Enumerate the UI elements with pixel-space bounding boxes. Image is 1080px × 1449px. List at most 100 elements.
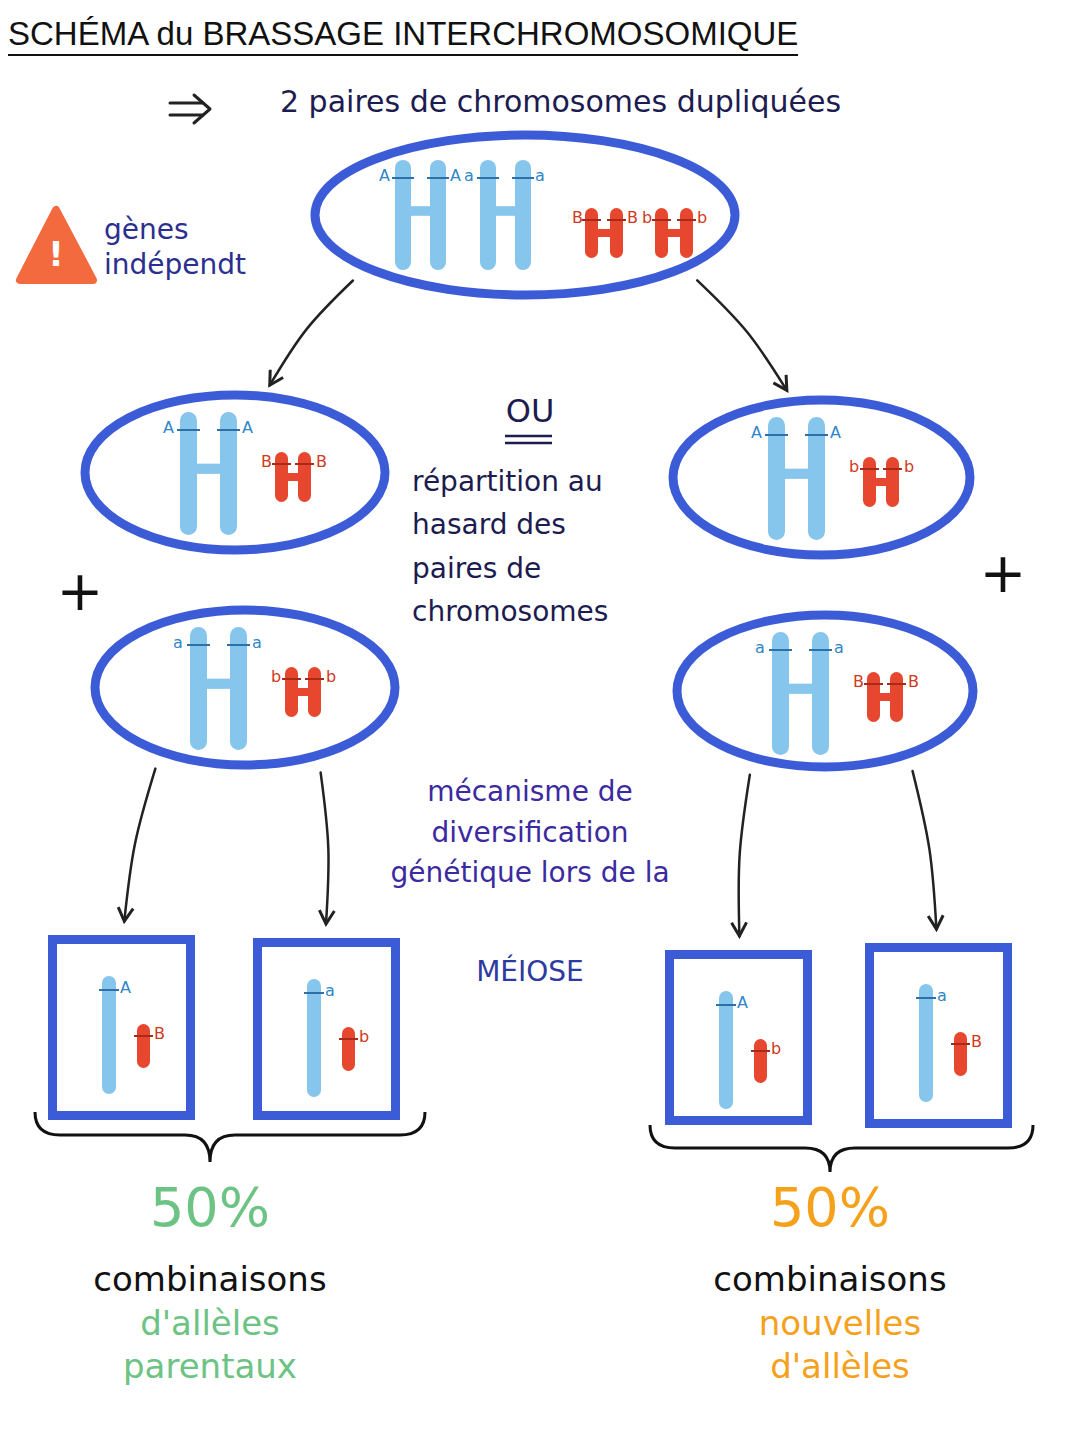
allele-label: B (154, 1026, 165, 1042)
allele-label: A (830, 425, 841, 441)
arrow-connector (124, 769, 155, 922)
gamete-box: ab (253, 938, 400, 1120)
implies-arrow (170, 95, 210, 123)
chromosome (187, 627, 250, 750)
allele-label: A (120, 980, 131, 996)
cell-ellipse: A A B B (80, 390, 390, 555)
node-outline (253, 938, 400, 1120)
cell-ellipse: A Ab b (668, 395, 975, 560)
warning-mark: ! (41, 236, 71, 273)
allele-label: a (937, 988, 947, 1004)
allele-label: B (627, 210, 638, 226)
result-note: combinaisons (660, 1258, 1000, 1301)
gamete-box: aB (865, 943, 1012, 1128)
allele-label: b (697, 210, 707, 226)
allele-label: B (971, 1034, 982, 1050)
allele-label: A (737, 995, 748, 1011)
node-outline (80, 390, 390, 555)
chromosome (951, 1032, 970, 1076)
warning-triangle (20, 210, 93, 280)
arrow-connector (270, 281, 353, 386)
result-note: combinaisons (40, 1258, 380, 1301)
chromosome (769, 632, 832, 755)
cell-outline (315, 135, 735, 295)
arrow-connector (321, 773, 329, 924)
chromosome (652, 208, 696, 258)
node-outline (310, 130, 740, 300)
chromosome (304, 979, 324, 1097)
allele-label: A (450, 168, 461, 184)
chromosome (477, 160, 534, 270)
mechanism-note: mécanisme de diversification génétique l… (376, 772, 684, 894)
node-outline (865, 943, 1012, 1128)
double-underline (505, 436, 552, 443)
allele-label: b (271, 669, 281, 685)
arrow-connector (739, 775, 750, 936)
allele-label: a (755, 640, 765, 656)
allele-label: B (261, 454, 272, 470)
cell-outline (677, 615, 973, 767)
brace (650, 1125, 1033, 1172)
result-note: d'allèles parentaux (60, 1302, 360, 1387)
result-note: nouvelles d'allèles (690, 1302, 990, 1387)
cell-ellipse: A Aa aB Bb b (310, 130, 740, 300)
node-outline (672, 610, 978, 772)
allele-label: A (242, 420, 253, 436)
chromosome (99, 976, 119, 1094)
allele-label: A (163, 420, 174, 436)
warning-note: gènes indépendt (104, 212, 314, 282)
chromosome (916, 984, 936, 1102)
allele-label: b (904, 459, 914, 475)
allele-label: B (572, 210, 583, 226)
chromosome (177, 412, 240, 535)
node-outline (90, 605, 400, 770)
chromosome (272, 452, 314, 502)
allele-label: A (751, 425, 762, 441)
allele-label: b (359, 1029, 369, 1045)
gamete-box: AB (48, 935, 195, 1120)
allele-label: a (325, 983, 335, 999)
allele-label: b (771, 1041, 781, 1057)
cell-outline (673, 400, 970, 555)
allele-label: a (834, 640, 844, 656)
gamete-box: Ab (665, 950, 812, 1125)
subtitle: 2 paires de chromosomes dupliquées (280, 84, 1000, 120)
explanation-note: répartition au hasard des paires de chro… (412, 460, 652, 634)
allele-label: a (173, 635, 183, 651)
cell-outline (95, 610, 395, 765)
allele-label: b (642, 210, 652, 226)
allele-label: B (908, 674, 919, 690)
chromosome (751, 1039, 770, 1083)
allele-label: b (849, 459, 859, 475)
node-outline (668, 395, 975, 560)
allele-label: a (252, 635, 262, 651)
chromosome (134, 1024, 153, 1068)
or-label: OU (490, 392, 570, 430)
allele-label: B (316, 454, 327, 470)
allele-label: b (326, 669, 336, 685)
chromosome (716, 991, 736, 1109)
chromosome (582, 208, 626, 258)
cell-ellipse: a a b b (90, 605, 400, 770)
cell-ellipse: aaBB (672, 610, 978, 772)
arrow-connector (697, 280, 787, 390)
plus-sign: + (975, 542, 1031, 604)
percentage: 50% (730, 1176, 930, 1241)
chromosome (864, 672, 906, 722)
allele-label: a (464, 168, 474, 184)
node-outline (665, 950, 812, 1125)
percentage: 50% (110, 1176, 310, 1241)
chromosome (339, 1027, 358, 1071)
diagram-title: SCHÉMA du BRASSAGE INTERCHROMOSOMIQUE (8, 14, 798, 56)
allele-label: A (379, 168, 390, 184)
chromosome (392, 160, 449, 270)
arrow-connector (913, 771, 937, 929)
chromosome (860, 457, 902, 507)
allele-label: a (535, 168, 545, 184)
chromosome (765, 417, 828, 540)
meiosis-label: MÉIOSE (430, 955, 630, 989)
chromosome (282, 667, 324, 717)
cell-outline (85, 395, 385, 550)
node-outline (48, 935, 195, 1120)
